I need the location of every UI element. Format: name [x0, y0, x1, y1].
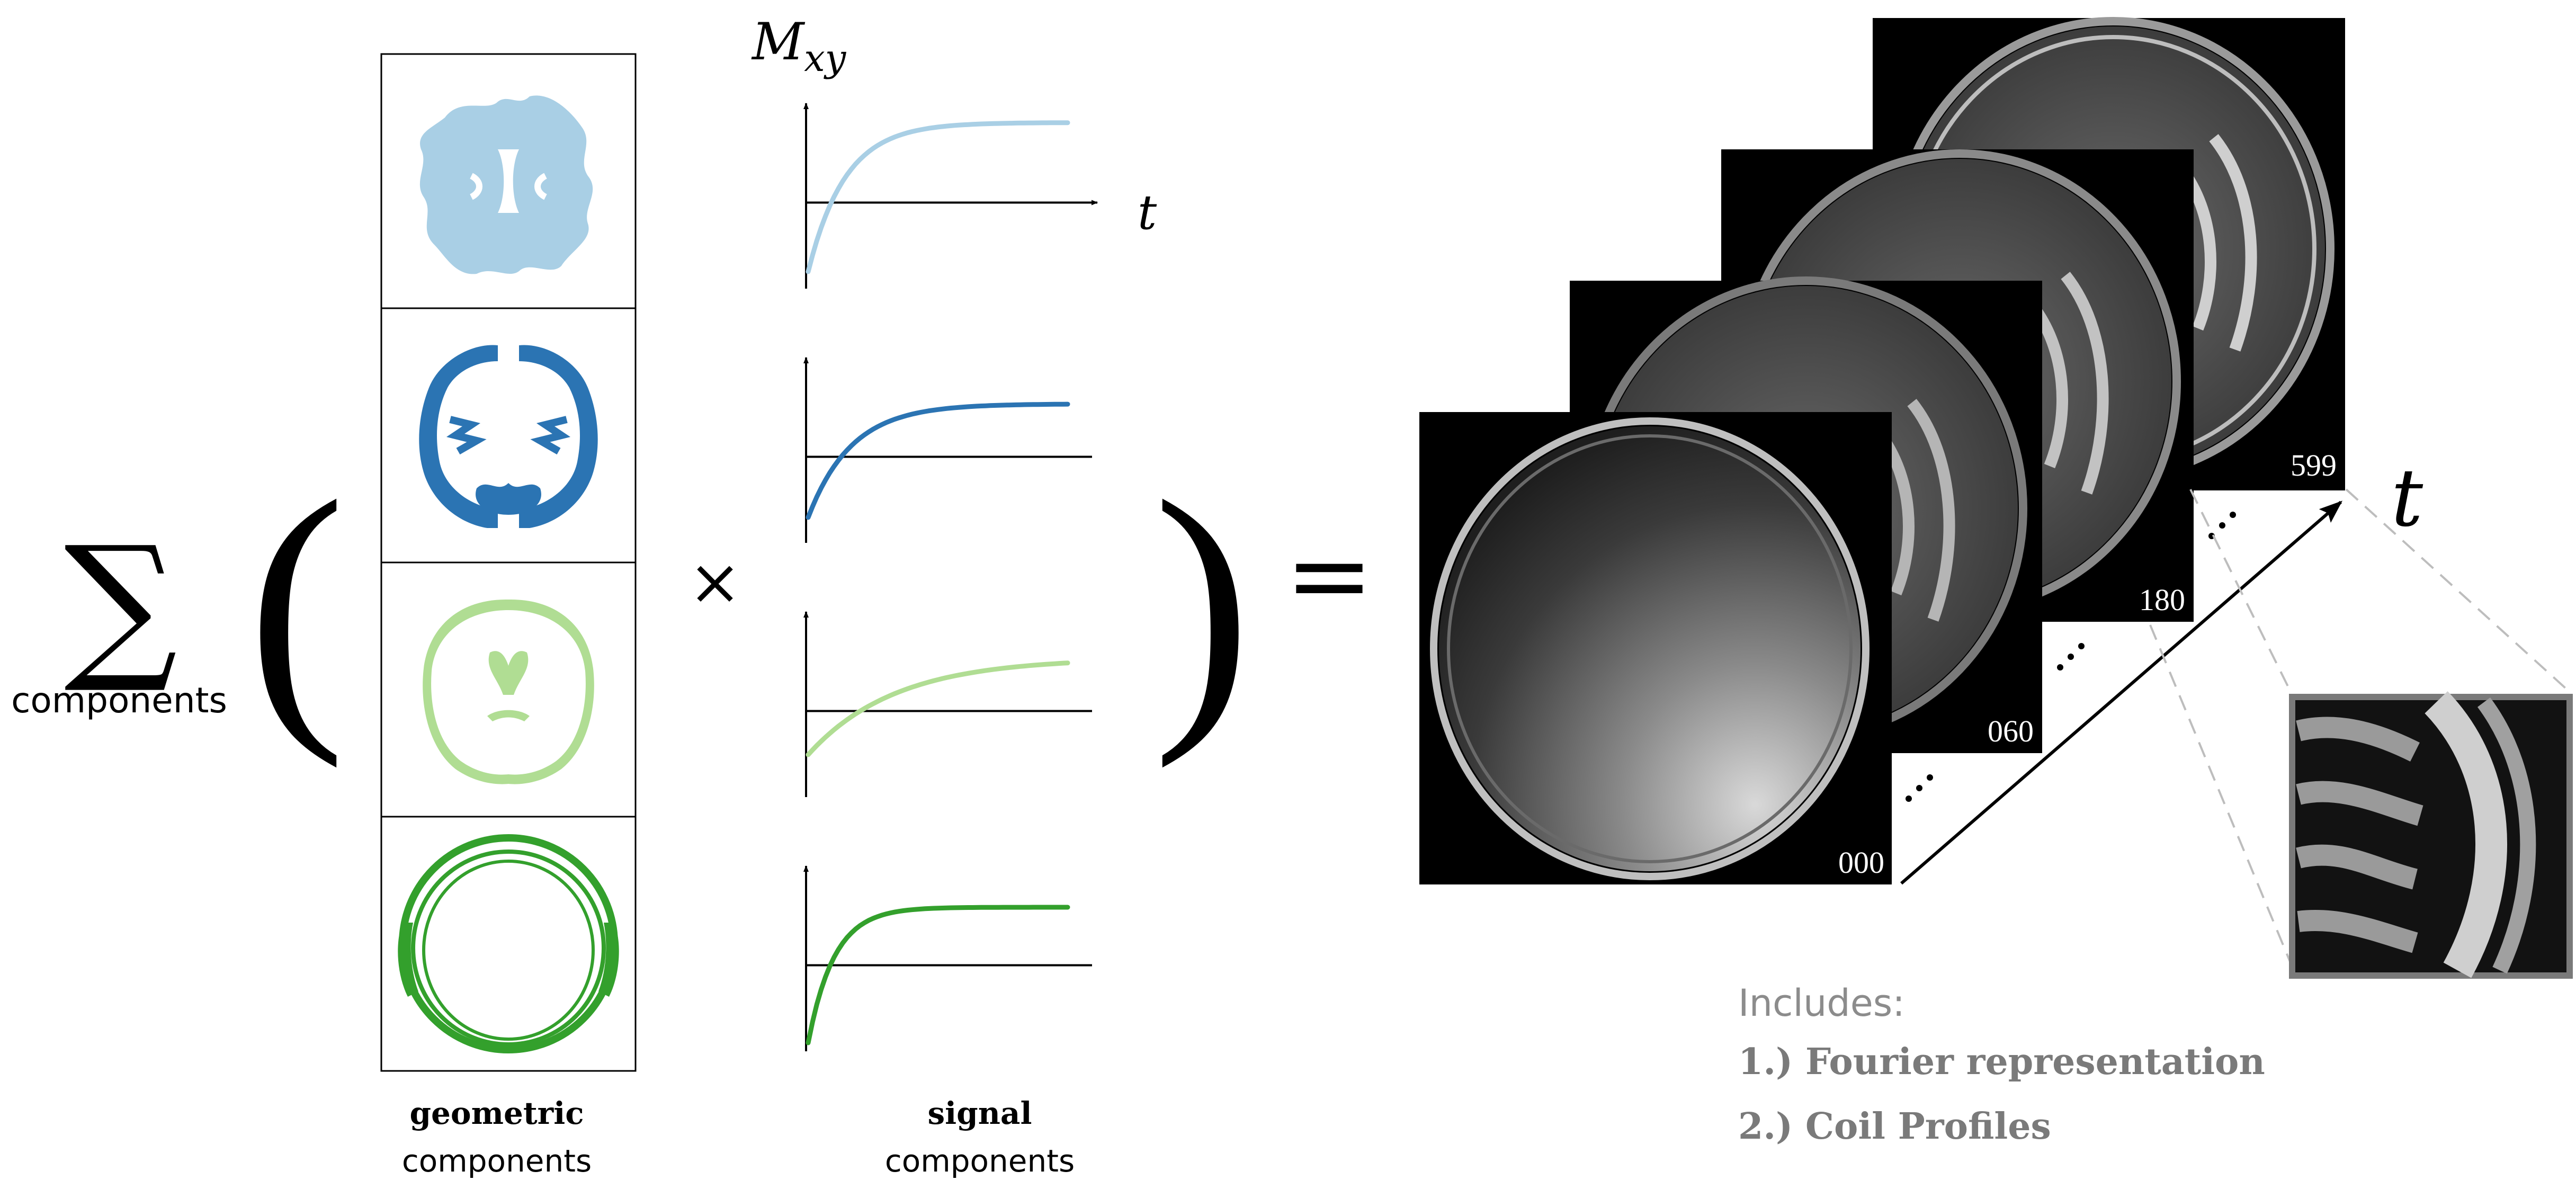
signal-curve [808, 404, 1068, 517]
frame-label-599: 599 [2291, 448, 2337, 482]
signal-curve [808, 907, 1068, 1043]
csf-map [423, 600, 594, 784]
times-symbol: × [688, 546, 742, 619]
stack-time-label: t [2391, 452, 2423, 544]
signal-curve [808, 123, 1068, 272]
signal-plot-1 [806, 103, 1097, 289]
signal-plot-4 [806, 866, 1092, 1051]
mr-image-stack: 599 180 060 000 [1419, 18, 2572, 976]
frame-label-000: 000 [1838, 845, 1884, 880]
frame-label-060: 060 [1988, 714, 2034, 748]
white-matter-map [420, 95, 593, 274]
signal-curve [808, 663, 1068, 755]
signal-caption-normal: components [885, 1143, 1075, 1179]
signal-components-panel [806, 103, 1097, 1051]
frame-label-180: 180 [2139, 583, 2185, 617]
signal-plot-3 [806, 612, 1092, 797]
includes-item-2: 2.) Coil Profiles [1738, 1105, 2051, 1148]
close-parenthesis: ) [1153, 441, 1251, 770]
geometric-caption-normal: components [402, 1143, 592, 1179]
signal-plot-2 [806, 357, 1092, 543]
geometric-caption-bold: geometric [409, 1095, 584, 1131]
equals-symbol: = [1285, 514, 1374, 637]
signal-axis-label: Mxy [751, 12, 847, 80]
sum-symbol: ∑ [64, 512, 177, 697]
time-axis-label: t [1138, 185, 1157, 240]
includes-item-1: 1.) Fourier representation [1738, 1041, 2265, 1083]
open-parenthesis: ( [247, 441, 346, 770]
geometric-components-panel [381, 54, 636, 1071]
frame-000: 000 [1419, 412, 1892, 884]
includes-title: Includes: [1738, 981, 1905, 1025]
sum-subscript: components [11, 680, 227, 721]
signal-caption-bold: signal [927, 1095, 1032, 1131]
includes-note: Includes: 1.) Fourier representation 2.)… [1738, 981, 2265, 1148]
zoom-inset [2292, 697, 2570, 976]
